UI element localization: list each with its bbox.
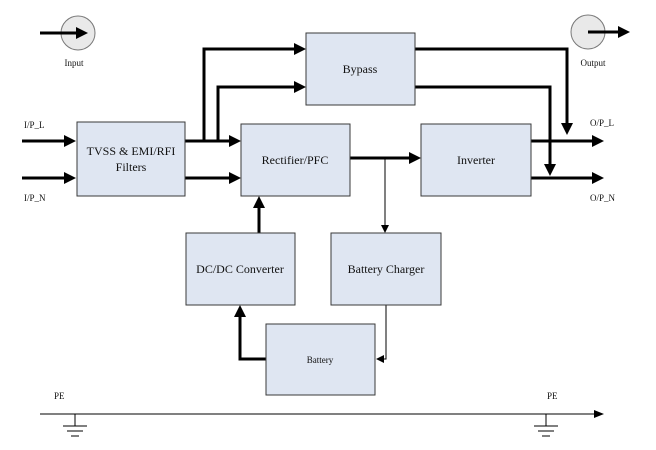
dcdc-to-rectifier-wire <box>253 196 265 233</box>
bypass-label: Bypass <box>343 62 378 76</box>
filter-to-bypass-rectifier-wires <box>185 43 306 184</box>
output-symbol <box>570 14 630 50</box>
input-arrows <box>22 135 76 184</box>
output-label: Output <box>580 58 606 68</box>
ip-l-label: I/P_L <box>24 120 45 130</box>
inverter-label: Inverter <box>457 153 495 167</box>
op-l-label: O/P_L <box>590 118 614 128</box>
charger-label: Battery Charger <box>348 262 425 276</box>
rectifier-to-inverter-wire <box>350 152 421 164</box>
tvss-filter-block: TVSS & EMI/RFI Filters <box>76 121 186 197</box>
dcdc-label: DC/DC Converter <box>196 262 284 276</box>
input-symbol <box>40 15 96 51</box>
battery-charger-block: Battery Charger <box>330 232 442 306</box>
tvss-line2: Filters <box>116 160 147 174</box>
inverter-to-output-wires <box>531 135 604 184</box>
ground-symbol-right-icon <box>534 414 558 437</box>
pe-left-label: PE <box>54 391 65 401</box>
battery-to-dcdc-wire <box>234 305 266 361</box>
dcdc-converter-block: DC/DC Converter <box>185 232 296 306</box>
rectifier-block: Rectifier/PFC <box>240 123 351 197</box>
rectifier-label: Rectifier/PFC <box>262 153 329 167</box>
bypass-block: Bypass <box>305 32 416 106</box>
charger-to-battery-wire <box>376 305 387 363</box>
inverter-block: Inverter <box>420 123 532 197</box>
input-label: Input <box>65 58 84 68</box>
battery-label: Battery <box>307 355 334 365</box>
ground-symbol-left-icon <box>63 414 87 437</box>
battery-block: Battery <box>265 323 376 396</box>
pe-right-label: PE <box>547 391 558 401</box>
pe-ground-line <box>40 410 604 418</box>
op-n-label: O/P_N <box>590 193 616 203</box>
ip-n-label: I/P_N <box>24 193 46 203</box>
tvss-line1: TVSS & EMI/RFI <box>87 144 176 158</box>
rectifier-to-charger-wire <box>381 158 389 233</box>
